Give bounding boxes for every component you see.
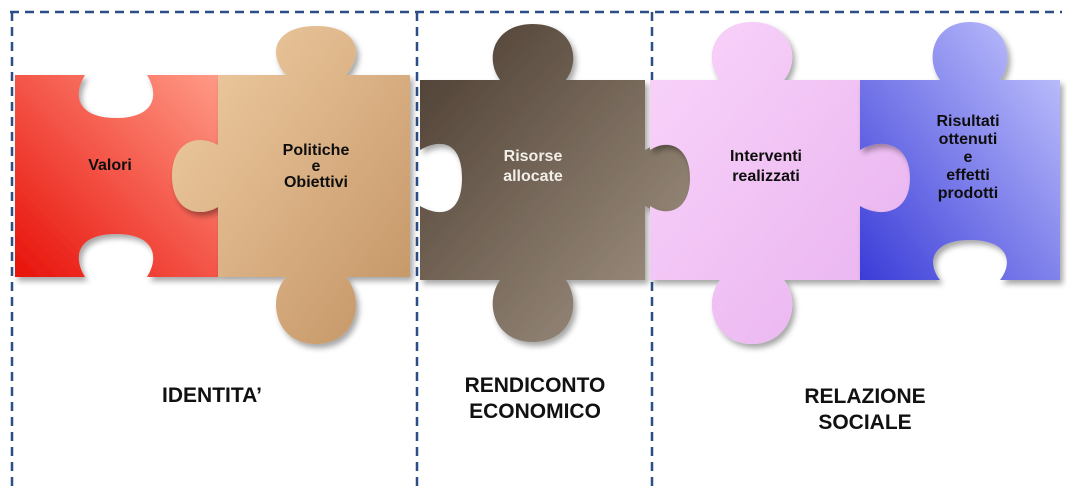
section-identita-label: IDENTITA’	[162, 384, 262, 407]
piece-risorse-label-line-1: Risorse	[504, 148, 563, 165]
section-relazione-label-line-1: RELAZIONE	[804, 385, 925, 408]
piece-interventi-shape	[650, 22, 910, 344]
piece-politiche-shape	[172, 26, 410, 344]
section-relazione-label: RELAZIONE SOCIALE	[804, 385, 925, 434]
piece-politiche-label-line-3: Obiettivi	[284, 174, 348, 191]
piece-risultati-label-line-3: e	[964, 149, 973, 166]
piece-risultati-label-line-4: effetti	[946, 167, 990, 184]
piece-risultati-label-line-5: prodotti	[938, 185, 998, 202]
piece-risultati-label-line-1: Risultati	[936, 113, 999, 130]
piece-risultati-shape	[860, 22, 1060, 280]
piece-interventi-label-line-2: realizzati	[732, 168, 800, 185]
section-rendiconto-label-line-1: RENDICONTO	[465, 374, 606, 397]
piece-valori: Valori	[15, 75, 218, 277]
piece-risorse-label: Risorse allocate	[503, 148, 563, 185]
section-rendiconto-label: RENDICONTO ECONOMICO	[465, 374, 606, 423]
piece-valori-label-line-1: Valori	[88, 157, 132, 174]
section-relazione-label-line-2: SOCIALE	[818, 411, 911, 434]
section-rendiconto-label-line-2: ECONOMICO	[469, 400, 601, 423]
piece-risorse-label-line-2: allocate	[503, 168, 563, 185]
piece-politiche-label-line-1: Politiche	[283, 142, 350, 159]
piece-risultati-label-line-2: ottenuti	[939, 131, 998, 148]
section-identita-label-line-1: IDENTITA’	[162, 384, 262, 407]
piece-interventi-label: Interventi realizzati	[730, 148, 802, 185]
piece-risorse-shape	[420, 24, 698, 342]
piece-risorse: Risorse allocate	[420, 24, 698, 342]
piece-interventi-label-line-1: Interventi	[730, 148, 802, 165]
section-labels: IDENTITA’ RENDICONTO ECONOMICO RELAZIONE S…	[162, 374, 926, 434]
piece-valori-label: Valori	[88, 157, 132, 174]
piece-interventi: Interventi realizzati	[650, 22, 910, 344]
piece-politiche-label-line-2: e	[312, 158, 321, 175]
piece-valori-shape	[15, 75, 218, 277]
